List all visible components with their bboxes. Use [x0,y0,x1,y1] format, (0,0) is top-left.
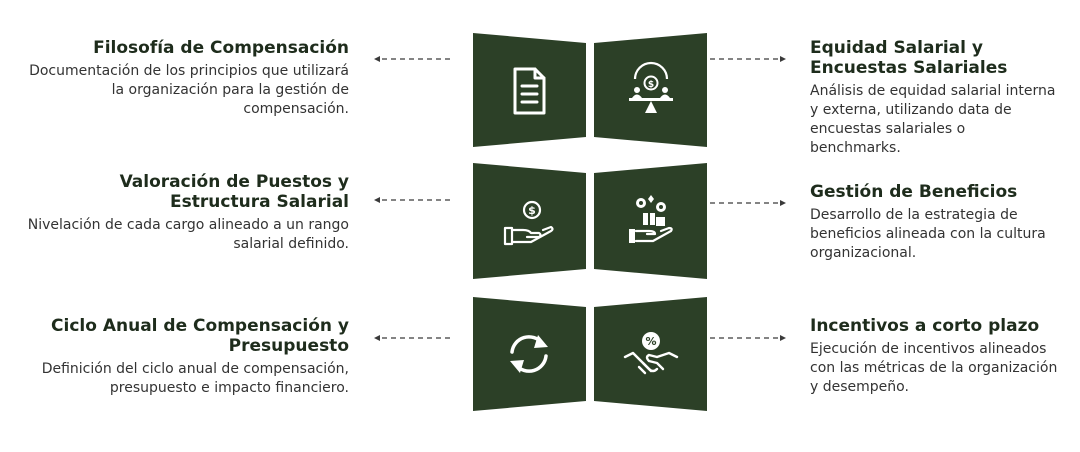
handshake-percent-icon: % [623,332,679,375]
hand-coin-icon: $ [503,200,554,246]
item-incentivos: Incentivos a corto plazo Ejecución de in… [810,316,1060,397]
panel-ciclo [473,297,586,411]
document-icon [513,67,546,115]
item-description: Análisis de equidad salarial interna y e… [810,83,1056,156]
panel-equidad: $ [594,33,707,147]
item-ciclo: Ciclo Anual de Compensación y Presupuest… [19,316,349,398]
item-equidad: Equidad Salarial y Encuestas Salariales … [810,38,1060,158]
svg-text:%: % [645,335,656,348]
item-title: Incentivos a corto plazo [810,316,1040,336]
arrow-right-1 [710,56,786,62]
item-title: Valoración de Puestos y Estructura Salar… [119,172,349,212]
panel-beneficios [594,163,707,279]
panel-incentivos: % [594,297,707,411]
item-filosofia: Filosofía de Compensación Documentación … [19,38,349,119]
item-valoracion: Valoración de Puestos y Estructura Salar… [19,172,349,254]
item-description: Documentación de los principios que util… [29,63,349,117]
item-title: Gestión de Beneficios [810,182,1018,202]
svg-text:$: $ [648,80,654,90]
arrow-right-2 [710,200,786,206]
item-description: Nivelación de cada cargo alineado a un r… [27,217,349,252]
item-description: Definición del ciclo anual de compensaci… [41,361,349,396]
item-title: Ciclo Anual de Compensación y Presupuest… [51,316,349,356]
arrow-right-3 [710,335,786,341]
item-title: Equidad Salarial y Encuestas Salariales [810,38,1008,78]
panel-filosofia [473,33,586,147]
arrow-left-3 [374,335,450,341]
arrow-left-2 [374,197,450,203]
item-description: Desarrollo de la estrategia de beneficio… [810,207,1046,261]
item-beneficios: Gestión de Beneficios Desarrollo de la e… [810,182,1060,263]
item-description: Ejecución de incentivos alineados con la… [810,341,1058,395]
hand-gifts-icon [629,195,673,243]
item-title: Filosofía de Compensación [93,38,349,58]
cycle-arrows-icon [510,335,548,373]
svg-text:$: $ [528,204,536,217]
panel-valoracion: $ [473,163,586,279]
arrow-left-1 [374,56,450,62]
balance-scale-money-icon: $ [629,61,673,113]
